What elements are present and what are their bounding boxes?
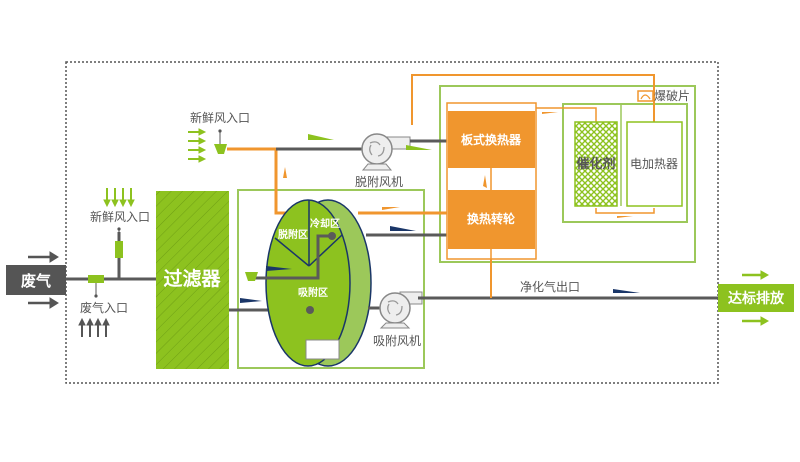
arrow-right-icon [742,270,770,326]
waste-gas-inlet-label: 废气入口 [80,300,128,315]
damper [245,272,258,281]
right-arrows-icon [188,128,207,163]
waste-gas-block [6,265,66,295]
fresh-air-inlet-label-1: 新鲜风入口 [90,209,150,224]
filter-block [156,191,229,369]
flow-arrow [542,112,558,114]
heat-exchange-wheel-label: 换热转轮 [467,211,516,226]
adsorption-zone-label: 吸附区 [298,286,328,299]
purified-gas-outlet-label: 净化气出口 [520,279,580,294]
flow-arrow [283,167,287,178]
rco-enclosure [439,85,696,263]
flow-arrow [382,207,400,210]
plate-heat-exchanger-label: 板式换热器 [461,132,522,147]
electric-heater-block [626,121,683,207]
flow-arrow [613,289,640,293]
pipe-cooling [249,234,333,280]
flow-arrow [390,226,416,231]
flow-arrow [240,298,262,303]
damper [214,144,227,154]
catalyst-label: 催化剂 [576,156,615,172]
discharge-block [718,284,794,312]
flow-arrow [308,134,334,140]
heat-exchanger-column [446,102,537,260]
adsorption-fan-label: 吸附风机 [373,334,421,348]
up-arrows-icon [78,317,110,337]
filter-label: 过滤器 [163,268,221,290]
flow-arrow [617,216,633,218]
valve-waste [88,275,104,283]
desorption-zone-label: 脱附区 [278,228,308,241]
waste-gas-label: 废气 [21,272,51,290]
desorption-fan-icon [361,133,411,171]
pipe-bypass-orange [411,74,655,125]
arrow-right-icon [28,251,59,309]
adsorption-rotor [265,199,372,367]
flow-arrow [406,145,432,150]
cooling-zone-label: 冷却区 [310,217,340,230]
valve-fresh-air [115,241,123,258]
catalyst-block [574,121,618,207]
flow-arrow [266,266,292,271]
desorption-fan-label: 脱附风机 [355,174,403,189]
down-arrows-icon [103,188,135,208]
fresh-air-inlet-label-2: 新鲜风入口 [190,110,250,125]
rupture-disc-icon [637,90,654,102]
adsorption-fan-icon [379,291,423,329]
system-boundary [65,61,719,384]
discharge-label: 达标排放 [728,290,785,307]
rupture-disc-label: 爆破片 [654,88,690,103]
electric-heater-label: 电加热器 [630,157,678,171]
reactor-box [562,103,688,223]
rotor-enclosure [237,189,425,369]
